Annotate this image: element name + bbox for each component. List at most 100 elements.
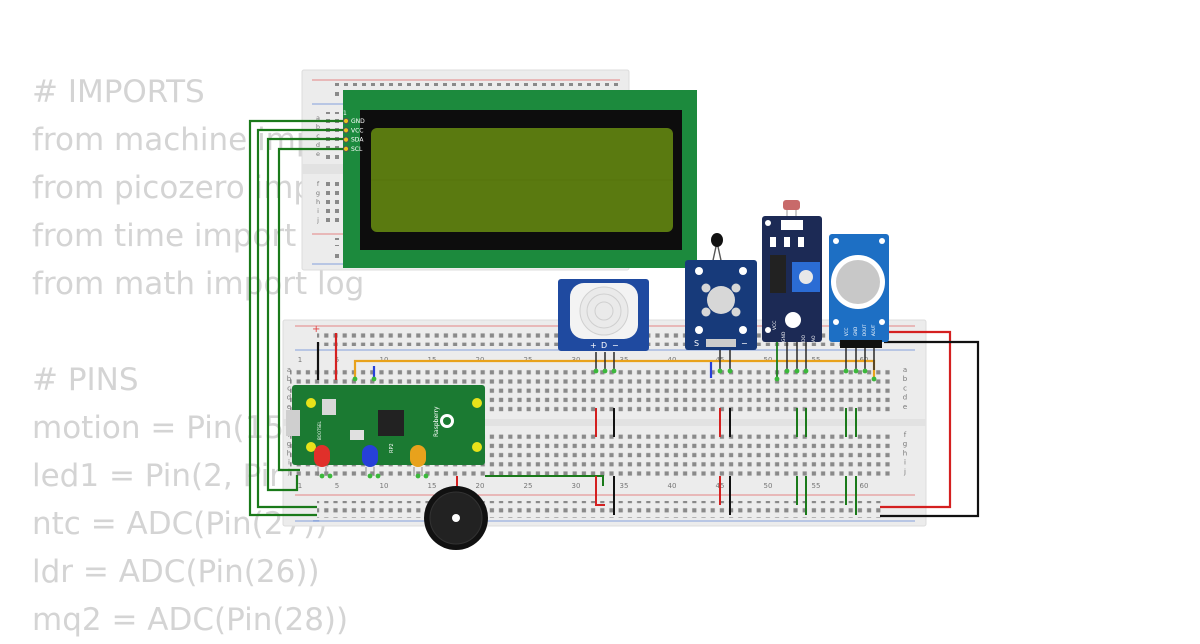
wire-black-right[interactable] (880, 340, 980, 518)
photoresistor-icon (783, 200, 800, 210)
small-breadboard-row-label: c (316, 132, 320, 140)
pico-brand: Raspberry (433, 406, 440, 437)
lcd-pin-labels: GND VCC SDA SCL (342, 117, 365, 153)
breadboard-row-label: b (903, 375, 908, 383)
breadboard-column-label: 55 (812, 482, 821, 490)
code-line: # PINS (32, 362, 139, 398)
wire-vcc[interactable] (256, 128, 343, 509)
thermistor-icon (711, 233, 723, 247)
breadboard-row-label: e (903, 403, 907, 411)
lcd-pin[interactable] (342, 117, 350, 125)
small-breadboard-row-label: i (317, 207, 319, 215)
lcd-pin-label: SDA (351, 137, 364, 144)
pir-sensor: + D − (558, 279, 649, 351)
code-line: motion = Pin(15, (32, 410, 294, 446)
buzzer-icon (424, 486, 488, 550)
breadboard-column-label: 1 (298, 356, 302, 364)
lcd-pin-label: GND (351, 118, 365, 125)
led-blue (362, 445, 378, 476)
rail-plus-label: + (312, 324, 320, 335)
ntc-module: S − (685, 233, 757, 350)
small-breadboard-row-label: a (316, 114, 320, 122)
breadboard-column-label: 50 (764, 482, 773, 490)
lcd-pin[interactable] (342, 145, 350, 152)
breadboard-row-label: a (287, 366, 291, 374)
pir-label-plus: + (590, 341, 597, 350)
ldr-label-ao: AO (811, 335, 817, 342)
small-breadboard-row-label: e (316, 150, 320, 158)
breadboard-column-label: 25 (524, 482, 533, 490)
sensor-leads[interactable] (595, 340, 875, 378)
ldr-label-vcc: VCC (772, 321, 778, 330)
code-line: ntc = ADC(Pin(27)) (32, 506, 328, 542)
breadboard-column-label: 35 (620, 482, 629, 490)
mq2-module: VCC GND DOUT AOUT (829, 234, 889, 348)
raspberry-pi-pico: Raspberry RP2 BOOTSEL (286, 385, 485, 465)
breadboard-column-label: 30 (572, 482, 581, 490)
small-breadboard-row-label: h (316, 198, 320, 206)
breadboard-column-label: 5 (335, 482, 339, 490)
small-breadboard-row-label: f (317, 180, 320, 188)
ldr-label-gnd: GND (781, 331, 787, 342)
lcd-pin[interactable] (342, 136, 350, 143)
code-line: ldr = ADC(Pin(26)) (32, 554, 320, 590)
breadboard-column-label: 15 (428, 482, 437, 490)
breadboard-row-label: h (903, 449, 907, 457)
wires[interactable] (248, 119, 980, 518)
small-breadboard-row-label: j (316, 216, 319, 224)
mq2-label-vcc: VCC (844, 327, 849, 336)
breadboard-column-label: 20 (476, 482, 485, 490)
pir-label-minus: − (612, 341, 619, 350)
small-breadboard-row-label: b (316, 123, 320, 131)
pico-bootsel-label: BOOTSEL (317, 421, 322, 440)
breadboard-row-label: i (288, 459, 290, 467)
jumper-pairs[interactable] (595, 408, 857, 515)
breadboard-row-label: b (287, 375, 292, 383)
code-line: # IMPORTS (32, 74, 205, 110)
breadboard-row-label: g (287, 440, 291, 448)
breadboard-column-label: 10 (380, 482, 389, 490)
breadboard-row-label: h (287, 449, 291, 457)
ntc-label-minus: − (741, 339, 748, 348)
mq2-label-dout: DOUT (862, 324, 867, 336)
small-breadboard-row-label: g (316, 189, 320, 197)
breadboard-row-label: c (287, 384, 291, 392)
small-breadboard-row-label: d (316, 141, 320, 149)
breadboard-row-label: j (903, 468, 906, 476)
gas-sensor-icon (836, 260, 880, 304)
breadboard-row-label: i (904, 459, 906, 467)
breadboard-column-label: 1 (298, 482, 302, 490)
mq2-label-gnd: GND (853, 327, 858, 336)
lcd-pin-number: 1 (343, 110, 347, 117)
lcd-display: GND VCC SDA SCL 1 (342, 90, 697, 268)
breadboard-row-label: a (903, 366, 907, 374)
breadboard-row-label: d (287, 394, 291, 402)
mq2-label-aout: AOUT (871, 324, 876, 336)
wire-green-buzzer[interactable] (485, 475, 604, 486)
lcd-pin[interactable] (342, 127, 350, 134)
wire-gnd[interactable] (248, 119, 343, 517)
led-red (314, 445, 330, 476)
connection-dots (319, 368, 877, 479)
lcd-pin-label: SCL (351, 146, 363, 153)
pir-label-d: D (601, 341, 607, 350)
breadboard-column-label: 40 (668, 482, 677, 490)
wire-sda[interactable] (266, 137, 343, 492)
ldr-module: VCC GND DO AO (762, 200, 822, 342)
pico-chip-label: RP2 (389, 443, 395, 453)
wire-scl[interactable] (277, 147, 343, 472)
breadboard-row-label: j (287, 468, 290, 476)
breadboard-row-label: d (903, 394, 907, 402)
led-yellow (410, 445, 426, 476)
wire-red-right[interactable] (874, 330, 952, 509)
ldr-label-do: DO (801, 335, 807, 342)
code-line: from math import log (32, 266, 365, 302)
rail-minus-label: − (312, 516, 320, 527)
ntc-label-s: S (694, 339, 699, 348)
breadboard-row-label: c (903, 384, 907, 392)
lcd-pin-label: VCC (351, 127, 363, 134)
breadboard-row-label: e (287, 403, 291, 411)
